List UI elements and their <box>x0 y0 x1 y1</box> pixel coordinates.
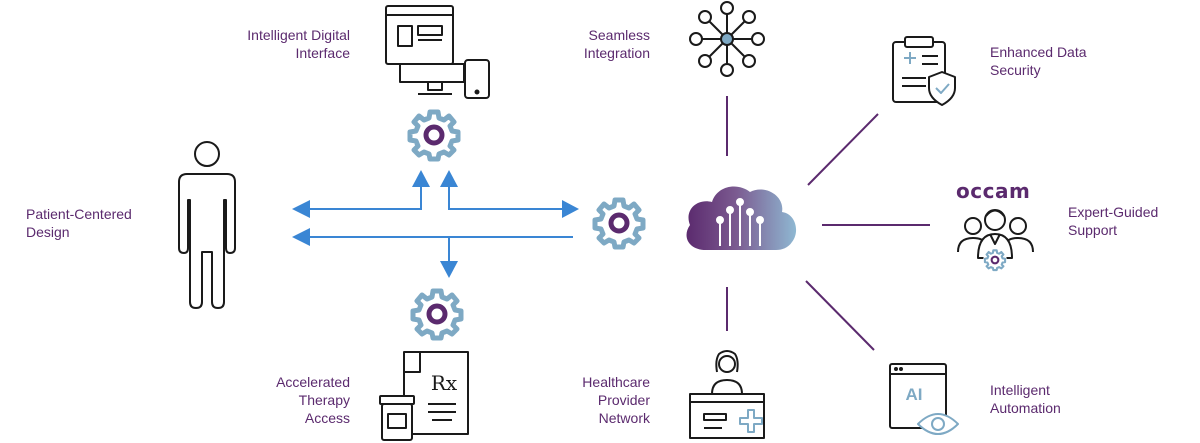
gear-icon <box>410 112 458 159</box>
provider-desk-icon <box>689 350 765 439</box>
gear-icon <box>983 248 1007 272</box>
ai-eye-icon <box>889 363 959 435</box>
label-healthcare-provider-network: Healthcare Provider Network <box>582 374 650 426</box>
gear-icon <box>595 200 643 247</box>
prescription-icon <box>379 351 469 441</box>
arrow-head-left-top <box>292 200 310 218</box>
occam-logo: occam <box>956 179 1031 203</box>
label-accelerated-therapy-access: Accelerated Therapy Access <box>276 374 350 426</box>
ai-badge-text: AI <box>905 385 923 404</box>
arrow-head-up-left <box>412 170 430 187</box>
monitor-tablet-icon <box>385 5 490 99</box>
arrow-head-right <box>562 200 579 218</box>
person-icon <box>178 141 236 309</box>
label-intelligent-digital-interface: Intelligent Digital Interface <box>247 27 350 61</box>
clipboard-shield-icon <box>892 36 956 106</box>
arrow-cross <box>307 183 573 265</box>
label-expert-guided-support: Expert-Guided Support <box>1068 204 1159 238</box>
network-hub-icon <box>689 1 765 77</box>
rx-symbol: Rx <box>430 371 458 395</box>
label-patient-centered-design: Patient-Centered Design <box>26 206 132 240</box>
label-enhanced-data-security: Enhanced Data Security <box>990 44 1087 78</box>
cloud-icon <box>686 186 797 250</box>
gear-icon <box>413 291 461 338</box>
connector-lines <box>726 96 930 351</box>
arrow-head-down <box>440 261 458 278</box>
label-seamless-integration: Seamless Integration <box>583 27 650 61</box>
arrow-head-left-bottom <box>292 228 310 246</box>
arrow-head-up-right <box>440 170 458 187</box>
label-intelligent-automation: Intelligent Automation <box>990 382 1061 416</box>
